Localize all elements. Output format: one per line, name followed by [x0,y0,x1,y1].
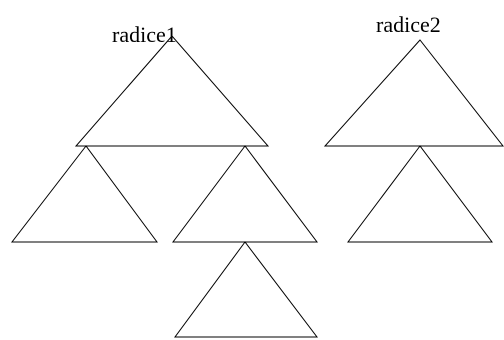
root-label-radice2: radice2 [376,12,441,37]
tree2-child-triangle [347,145,493,243]
root-label-radice1: radice1 [112,22,177,47]
tree1-root-triangle [74,35,270,147]
tree-radice1: radice1 [10,22,319,338]
tree2-root-triangle [323,39,504,147]
tree-radice2: radice2 [323,12,504,243]
tree1-grandchild-triangle [174,241,319,338]
tree1-right-child-triangle [172,145,318,243]
tree1-left-child-triangle [10,145,158,243]
